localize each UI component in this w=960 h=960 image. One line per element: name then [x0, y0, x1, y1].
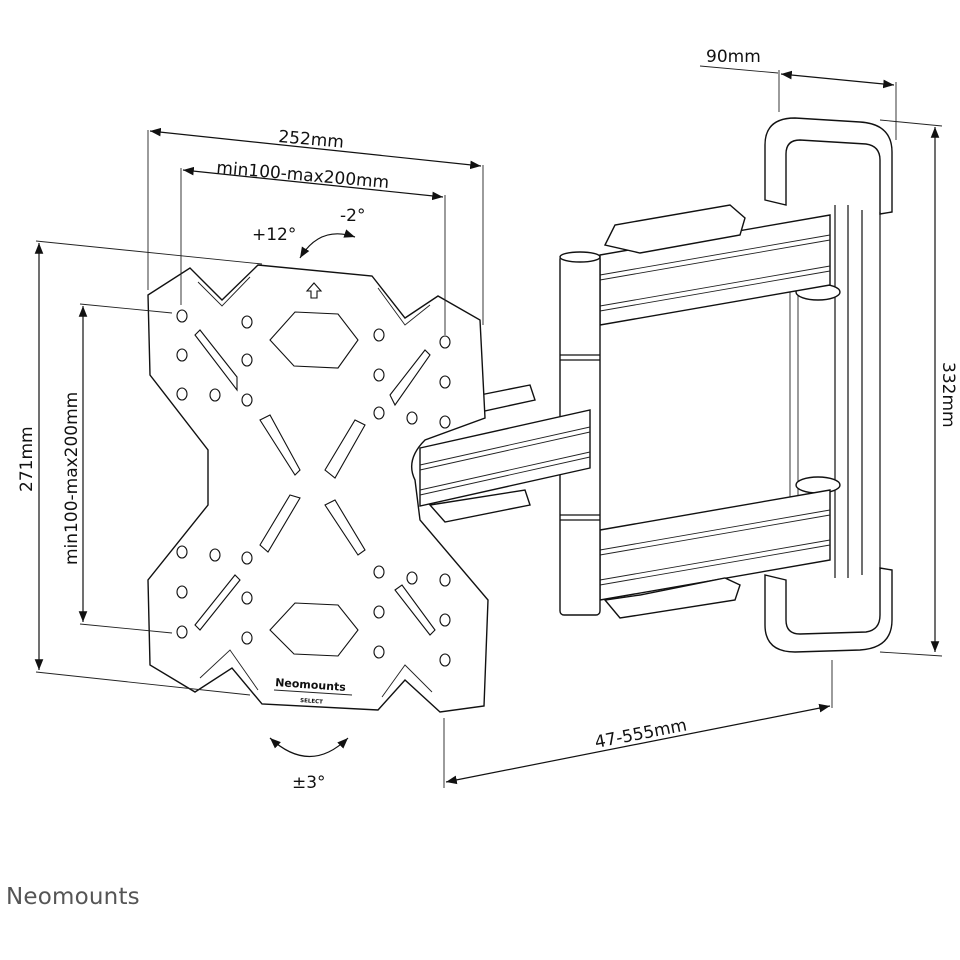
dimension-plate-width: 252mm: [147, 127, 484, 325]
label-plate-width: 252mm: [278, 127, 345, 153]
label-tilt-down: -2°: [340, 206, 365, 226]
plate-logo-brand: Neomounts: [275, 676, 347, 694]
label-extension: 47-555mm: [593, 715, 688, 752]
label-wall-height: 332mm: [938, 362, 958, 428]
label-tilt-up: +12°: [252, 225, 296, 245]
label-rotation: ±3°: [292, 773, 326, 793]
rotation-indicator: ±3°: [269, 737, 349, 793]
label-wall-depth: 90mm: [706, 47, 761, 67]
dimension-plate-height: 271mm: [17, 240, 263, 696]
mounting-holes: [176, 309, 451, 667]
dimension-wall-depth: 90mm: [699, 47, 897, 140]
plate-logo-sub: SELECT: [300, 698, 323, 706]
lower-arm: [599, 489, 831, 619]
tilt-indicator: +12° -2°: [252, 206, 365, 259]
label-plate-height: 271mm: [17, 426, 37, 492]
label-vesa-vertical: min100-max200mm: [62, 392, 82, 565]
wall-plate: [764, 117, 893, 653]
vesa-plate: Neomounts SELECT: [147, 264, 489, 713]
label-vesa-horizontal: min100-max200mm: [216, 158, 390, 193]
dimension-extension: 47-555mm: [443, 660, 833, 788]
footer-brand-logo: Neomounts: [6, 884, 140, 910]
dimension-wall-height: 332mm: [879, 119, 958, 657]
upper-arm: [599, 204, 831, 326]
dimension-vesa-vertical: min100-max200mm: [62, 303, 173, 634]
middle-arm: [419, 384, 591, 523]
